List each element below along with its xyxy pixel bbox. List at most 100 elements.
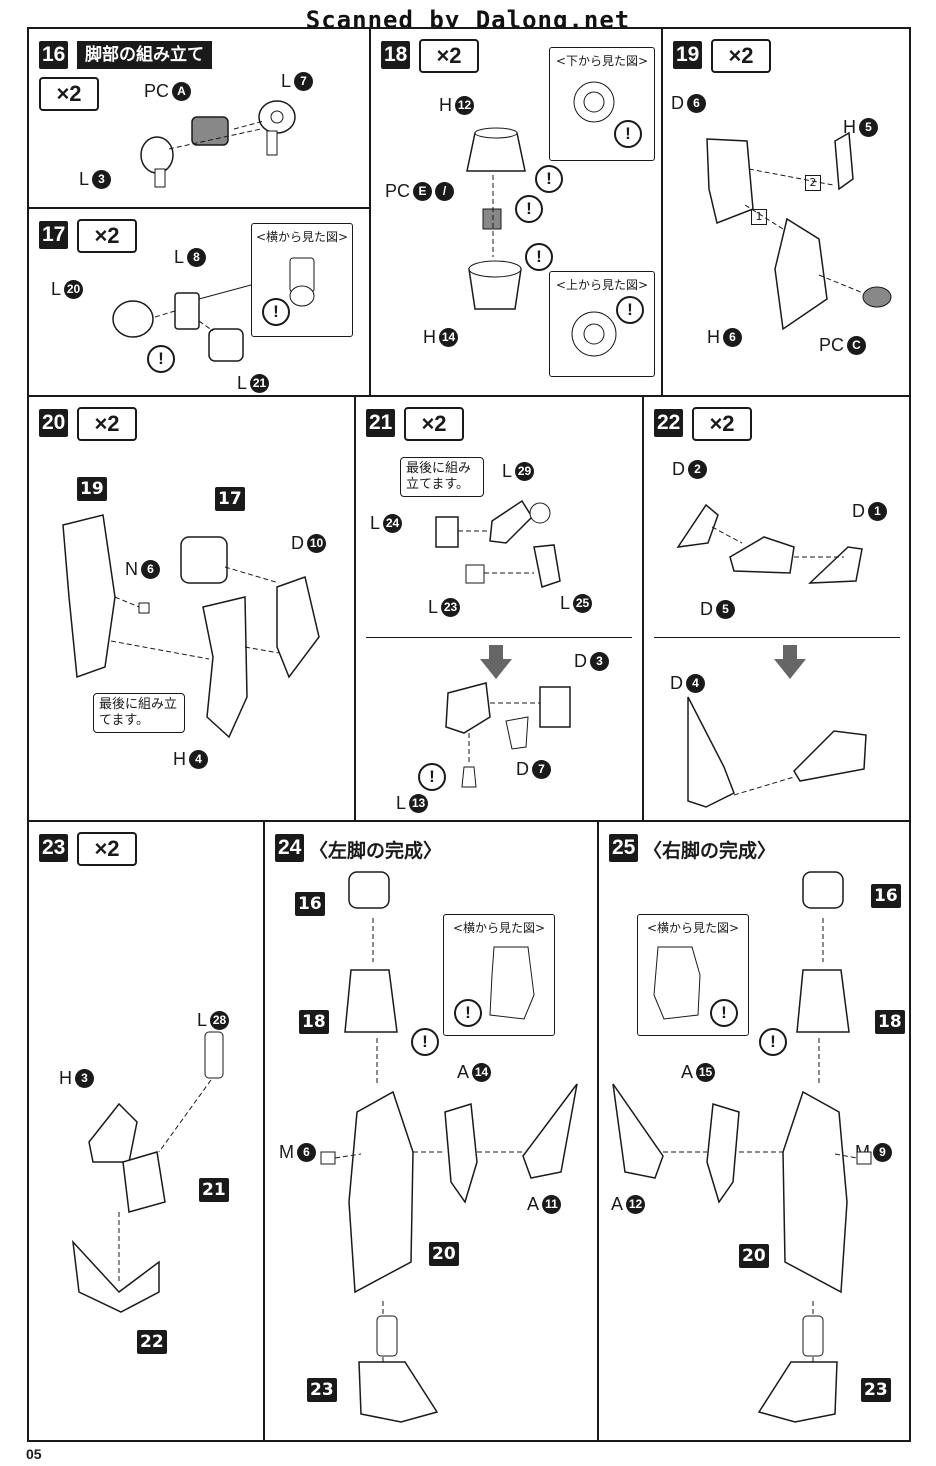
step-19-diagram xyxy=(706,131,892,331)
ref-step-18: 18 xyxy=(875,1010,905,1034)
quantity-x2: ×2 xyxy=(404,407,464,441)
step-number: 24 xyxy=(275,834,305,862)
step-number: 17 xyxy=(39,221,69,249)
step-number: 16 xyxy=(39,41,69,69)
step-number: 18 xyxy=(381,41,411,69)
caution-icon: ! xyxy=(616,296,644,324)
inset-title: <横から見た図> xyxy=(452,921,546,935)
step-25-diagram xyxy=(612,871,872,1423)
caution-icon: ! xyxy=(411,1028,439,1056)
ref-step-20: 20 xyxy=(429,1242,459,1266)
step-title: 〈右脚の完成〉 xyxy=(643,840,777,862)
ref-step-23: 23 xyxy=(307,1378,337,1402)
step-23-diagram xyxy=(71,1031,224,1313)
step-number: 23 xyxy=(39,834,69,862)
quantity-x2: ×2 xyxy=(77,407,137,441)
ref-step-17: 17 xyxy=(215,487,245,511)
step-24-diagram xyxy=(320,871,578,1423)
inset-title: <横から見た図> xyxy=(255,230,349,244)
quantity-x2: ×2 xyxy=(692,407,752,441)
side-view-inset: <横から見た図> ! xyxy=(637,914,749,1036)
sub-step-divider xyxy=(654,637,900,638)
caution-icon: ! xyxy=(515,195,543,223)
step-21-diagram xyxy=(435,499,571,788)
quantity-x2: ×2 xyxy=(77,219,137,253)
side-view-inset: <横から見た図> ! xyxy=(251,223,353,337)
side-view-sketch xyxy=(653,946,701,1020)
caution-icon: ! xyxy=(454,999,482,1027)
caution-icon: ! xyxy=(759,1028,787,1056)
ref-step-19: 19 xyxy=(77,477,107,501)
quantity-x2: ×2 xyxy=(711,39,771,73)
order-marker: 2 xyxy=(805,175,821,191)
caution-icon: ! xyxy=(525,243,553,271)
caution-icon: ! xyxy=(614,120,642,148)
ref-step-22: 22 xyxy=(137,1330,167,1354)
step-title: 脚部の組み立て xyxy=(77,41,212,69)
side-view-sketch xyxy=(289,257,315,307)
step-number: 20 xyxy=(39,409,69,437)
step-22-diagram xyxy=(676,503,867,808)
inset-title: <横から見た図> xyxy=(646,921,740,935)
quantity-x2: ×2 xyxy=(419,39,479,73)
top-view-inset: <上から見た図> ! xyxy=(549,271,655,377)
step-16-diagram xyxy=(140,100,296,188)
caution-icon: ! xyxy=(535,165,563,193)
step-18-diagram xyxy=(466,127,526,310)
ref-step-16: 16 xyxy=(295,892,325,916)
step-number: 21 xyxy=(366,409,396,437)
ref-step-21: 21 xyxy=(199,1178,229,1202)
step-number: 19 xyxy=(673,41,703,69)
caution-icon: ! xyxy=(262,298,290,326)
ref-step-16: 16 xyxy=(871,884,901,908)
top-view-sketch xyxy=(571,311,617,357)
side-view-sketch xyxy=(489,946,535,1020)
quantity-x2: ×2 xyxy=(39,77,99,111)
down-arrow-icon xyxy=(480,645,512,679)
ref-step-23: 23 xyxy=(861,1378,891,1402)
ref-step-20: 20 xyxy=(739,1244,769,1268)
page-number: 05 xyxy=(26,1446,42,1462)
step-20-diagram xyxy=(62,514,320,739)
inset-title: <上から見た図> xyxy=(555,278,649,292)
caution-icon: ! xyxy=(418,763,446,791)
order-marker: 1 xyxy=(751,209,767,225)
step-25-panel: 25 〈右脚の完成〉 16 18 20 23 A15 M9 A12 <横から見た… xyxy=(597,820,911,1442)
caution-icon: ! xyxy=(710,999,738,1027)
